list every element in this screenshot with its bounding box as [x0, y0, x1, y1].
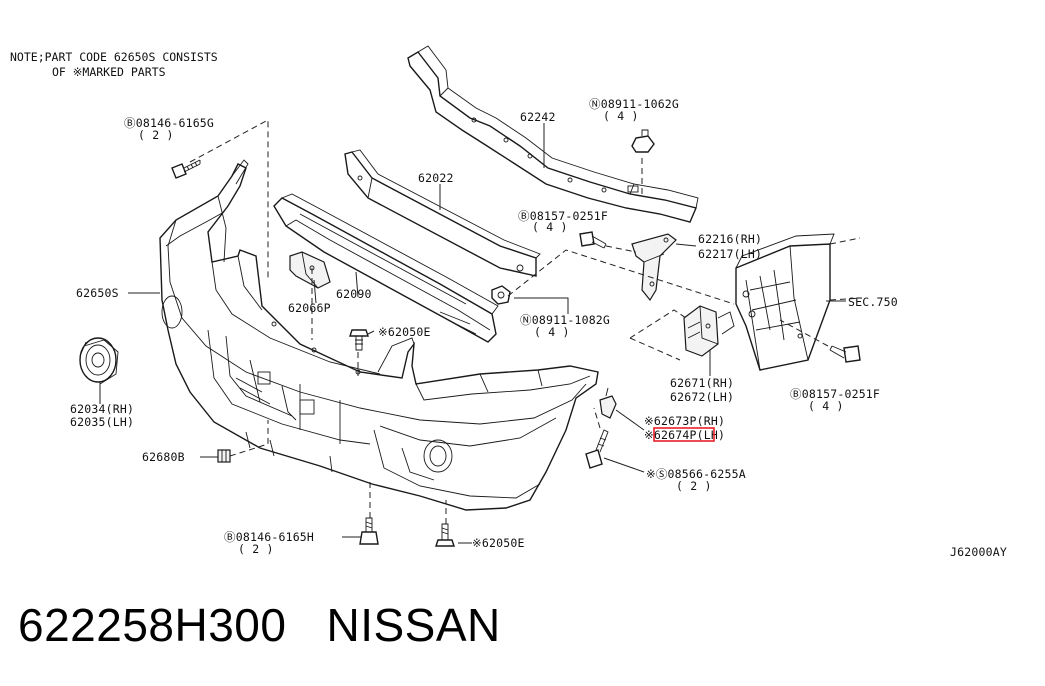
label-08157-0251f-a-qty: ( 4 ) — [532, 220, 568, 234]
label-62242: 62242 — [520, 110, 556, 124]
stay-62216[interactable] — [631, 233, 677, 302]
footer-title: 622258H300 NISSAN — [18, 598, 541, 652]
label-08146-6165g: Ⓑ08146-6165G — [124, 116, 214, 130]
bracket-62673p[interactable] — [599, 387, 617, 419]
note-line-2: OF ※MARKED PARTS — [52, 65, 166, 79]
label-08157-0251f-b-qty: ( 4 ) — [808, 399, 844, 413]
bumper-fascia-62650s[interactable] — [159, 159, 599, 511]
absorber-62090[interactable] — [273, 193, 499, 343]
diagram-code: J62000AY — [950, 545, 1007, 559]
label-62050e-b: ※62050E — [472, 536, 525, 550]
label-08146-6165h: Ⓑ08146-6165H — [224, 530, 314, 544]
screw-08566-6255a[interactable] — [585, 429, 609, 469]
bolt-08157-0251f-a[interactable] — [579, 231, 607, 249]
part-number: 622258H300 — [18, 599, 287, 651]
bolt-08146-6165h[interactable] — [359, 517, 379, 545]
clip-62680b[interactable] — [217, 449, 231, 463]
label-62672: 62672(LH) — [670, 390, 734, 404]
reinforcement-62242[interactable] — [407, 45, 699, 223]
label-08157-0251f-a: Ⓑ08157-0251F — [518, 209, 608, 223]
label-62680b: 62680B — [142, 450, 185, 464]
label-62216: 62216(RH) — [698, 232, 762, 246]
nut-08911-1062g[interactable] — [631, 129, 655, 153]
label-62022: 62022 — [418, 171, 454, 185]
label-08566-6255a: ※Ⓢ08566-6255A — [646, 467, 746, 481]
label-08911-1062g: Ⓝ08911-1062G — [589, 97, 679, 111]
note-line-1: NOTE;PART CODE 62650S CONSISTS — [10, 50, 218, 64]
label-08911-1062g-qty: ( 4 ) — [603, 109, 639, 123]
label-08911-1082g: Ⓝ08911-1082G — [520, 313, 610, 327]
label-62674p: ※62674P(LH) — [644, 428, 725, 442]
label-08146-6165g-qty: ( 2 ) — [138, 128, 174, 142]
nut-08911-1082g[interactable] — [491, 285, 511, 305]
label-08911-1082g-qty: ( 4 ) — [534, 325, 570, 339]
label-62066p: 62066P — [288, 301, 331, 315]
label-62671: 62671(RH) — [670, 376, 734, 390]
label-08146-6165h-qty: ( 2 ) — [238, 542, 274, 556]
brand-name: NISSAN — [326, 599, 501, 651]
leader-lines — [99, 123, 846, 544]
fog-lamp-62034[interactable] — [79, 337, 119, 385]
label-08566-6255a-qty: ( 2 ) — [676, 479, 712, 493]
label-62673p: ※62673P(RH) — [644, 414, 725, 428]
reinforcement-62022[interactable] — [344, 149, 541, 277]
label-62034: 62034(RH) — [70, 402, 134, 416]
label-62035: 62035(LH) — [70, 415, 134, 429]
bracket-62671[interactable] — [683, 305, 735, 357]
frame-sec-750[interactable] — [735, 233, 863, 371]
assembly-lines — [189, 119, 829, 524]
clip-62050e-a[interactable] — [349, 329, 369, 351]
bolt-08157-0251f-b[interactable] — [829, 345, 861, 363]
label-62217: 62217(LH) — [698, 247, 762, 261]
label-62650s: 62650S — [76, 286, 119, 300]
label-62050e-a: ※62050E — [378, 325, 431, 339]
highlight-62674p — [653, 427, 715, 442]
bolt-08146-6165g[interactable] — [171, 159, 201, 179]
label-08157-0251f-b: Ⓑ08157-0251F — [790, 387, 880, 401]
clip-62050e-b[interactable] — [435, 523, 455, 547]
bracket-62066p[interactable] — [289, 251, 331, 289]
label-62090: 62090 — [336, 287, 372, 301]
label-sec-750: SEC.750 — [848, 295, 898, 309]
